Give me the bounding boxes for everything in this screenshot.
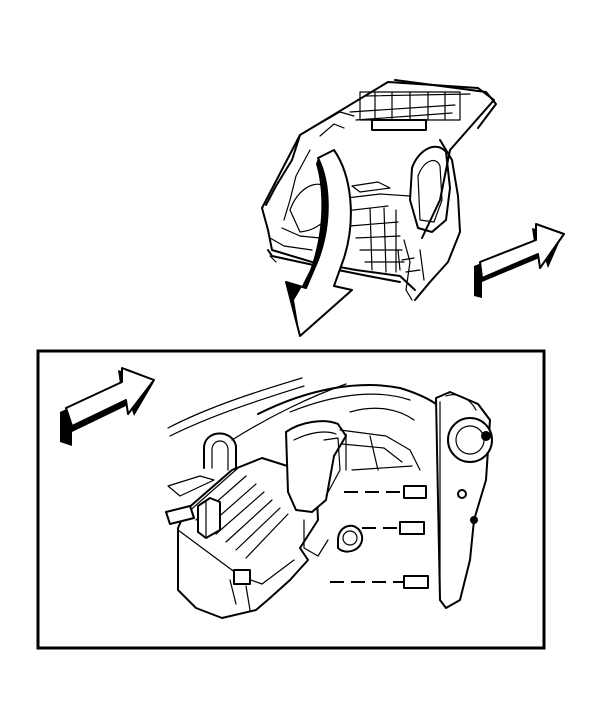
- forward-arrow-icon: [474, 223, 565, 298]
- rear-trim-bracket-icon: [165, 377, 493, 619]
- forward-arrow-icon: [60, 367, 155, 446]
- detail-view-frame: [36, 349, 546, 650]
- vehicle-overview-illustration: [261, 79, 497, 301]
- curved-down-arrow-icon: [285, 149, 353, 337]
